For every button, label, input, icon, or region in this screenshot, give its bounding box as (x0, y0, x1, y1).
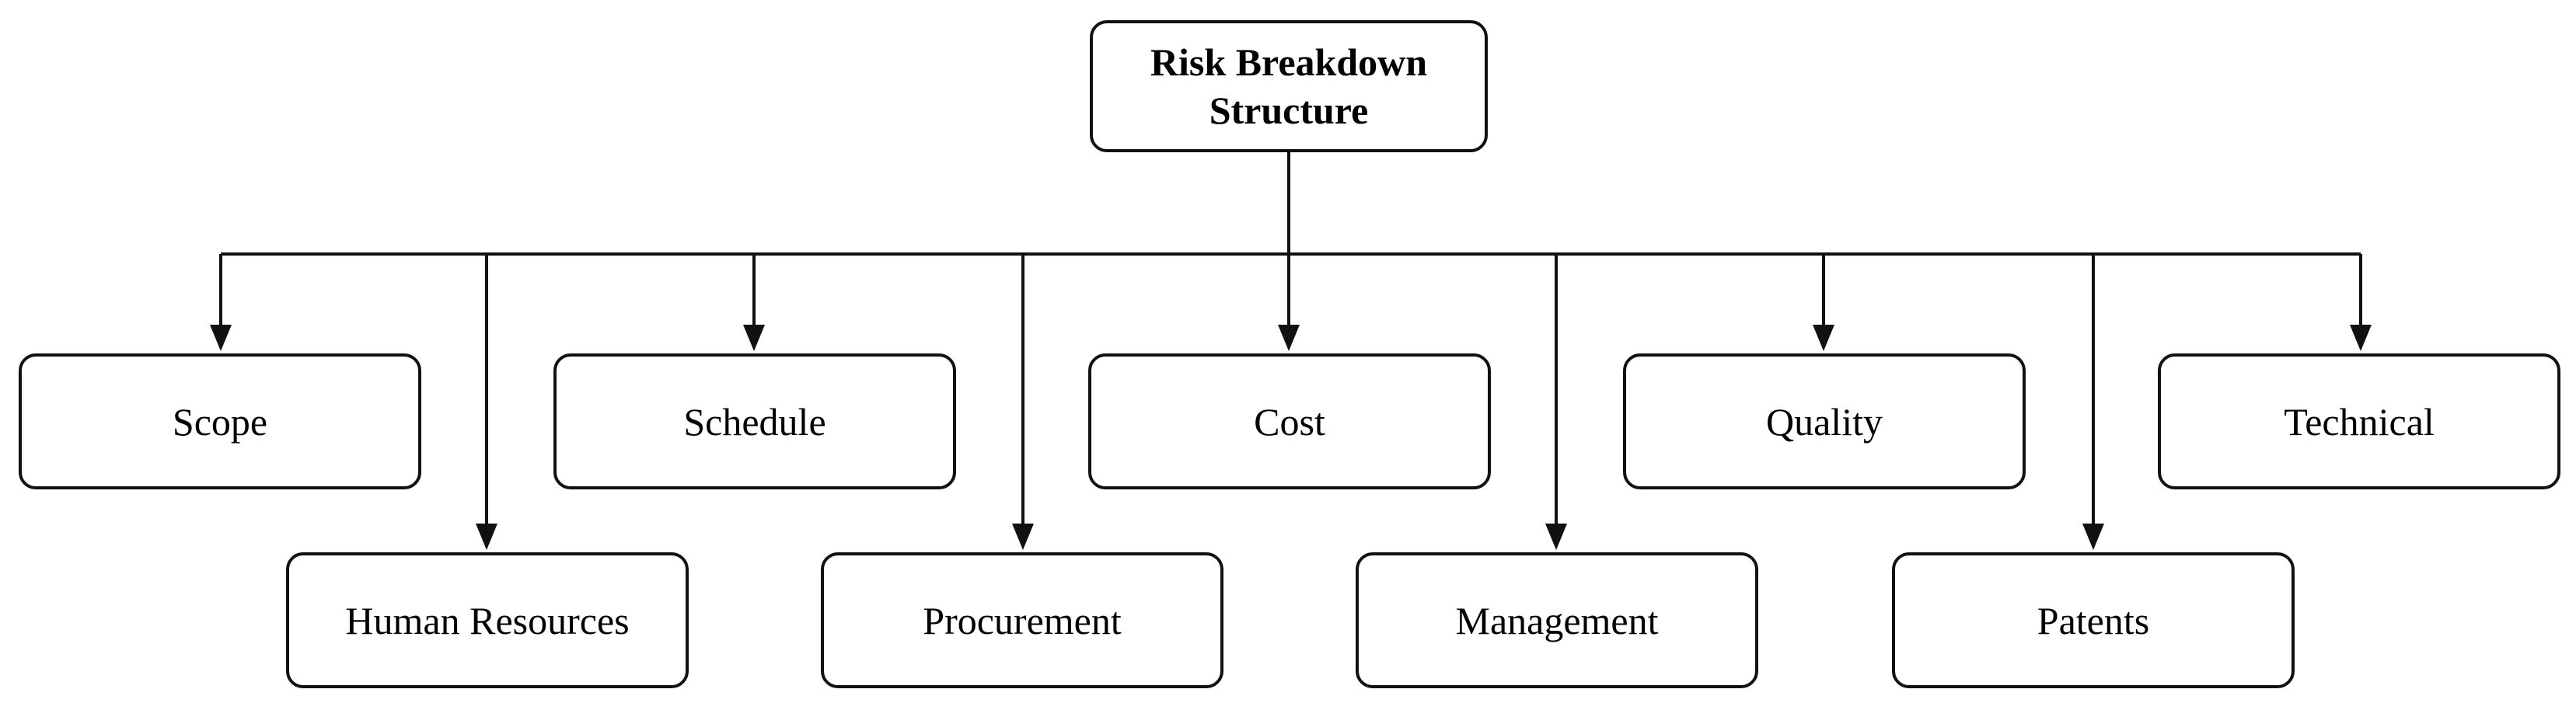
arrow-to-management (1545, 254, 1567, 550)
category-node-quality: Quality (1623, 353, 2026, 489)
arrow-to-cost (1278, 254, 1300, 351)
category-node-procurement: Procurement (821, 552, 1223, 688)
category-node-technical: Technical (2158, 353, 2560, 489)
root-label-line2: Structure (1209, 89, 1369, 132)
category-label: Procurement (923, 598, 1122, 642)
arrow-to-technical (2350, 254, 2372, 351)
root-node: Risk Breakdown Structure (1090, 20, 1488, 152)
arrow-to-patents (2082, 254, 2104, 550)
arrow-to-schedule (743, 254, 765, 351)
category-node-scope: Scope (19, 353, 421, 489)
arrow-to-scope (210, 254, 232, 351)
category-label: Schedule (683, 399, 826, 444)
category-node-human-resources: Human Resources (286, 552, 689, 688)
category-label: Cost (1254, 399, 1325, 444)
category-label: Management (1455, 598, 1659, 642)
category-label: Technical (2284, 399, 2435, 444)
category-label: Patents (2037, 598, 2150, 642)
arrow-to-quality (1813, 254, 1834, 351)
category-label: Human Resources (345, 598, 630, 642)
arrow-to-procurement (1012, 254, 1034, 550)
category-label: Quality (1766, 399, 1883, 444)
category-node-management: Management (1356, 552, 1758, 688)
arrow-to-human-resources (476, 254, 497, 550)
category-label: Scope (172, 399, 268, 444)
category-node-schedule: Schedule (553, 353, 956, 489)
root-label-line1: Risk Breakdown (1150, 40, 1428, 84)
category-node-cost: Cost (1088, 353, 1491, 489)
category-node-patents: Patents (1892, 552, 2295, 688)
